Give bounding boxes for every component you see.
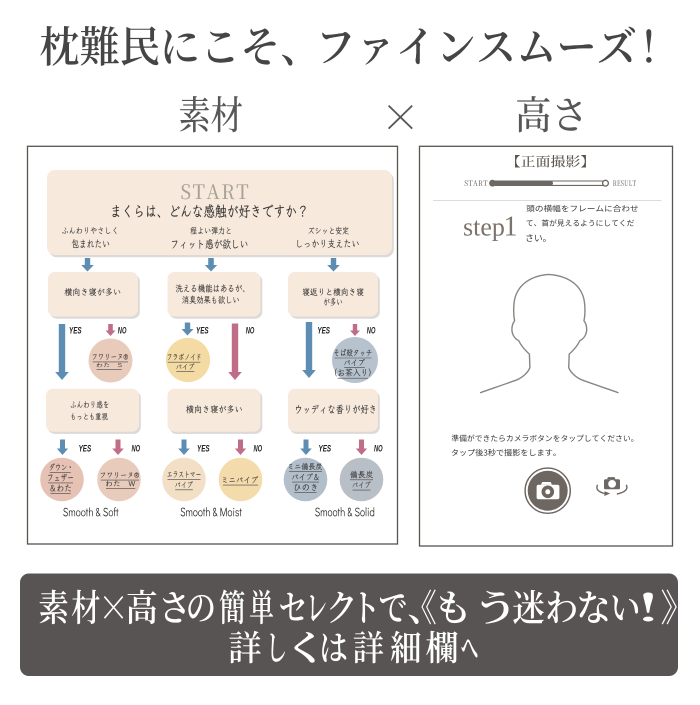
svg-text:YES: YES	[197, 444, 210, 455]
svg-text:YES: YES	[319, 444, 332, 455]
svg-text:YES: YES	[79, 444, 92, 455]
svg-text:NO: NO	[132, 444, 141, 455]
svg-text:step: step	[463, 212, 505, 241]
svg-text:NO: NO	[367, 326, 376, 337]
svg-text:YES: YES	[69, 326, 82, 337]
svg-text:1: 1	[504, 211, 518, 242]
svg-text:NO: NO	[118, 326, 127, 337]
svg-text:NO: NO	[254, 444, 263, 455]
svg-text:YES: YES	[317, 326, 330, 337]
svg-text:NO: NO	[374, 444, 383, 455]
svg-text:YES: YES	[196, 326, 209, 337]
svg-text:NO: NO	[246, 326, 255, 337]
